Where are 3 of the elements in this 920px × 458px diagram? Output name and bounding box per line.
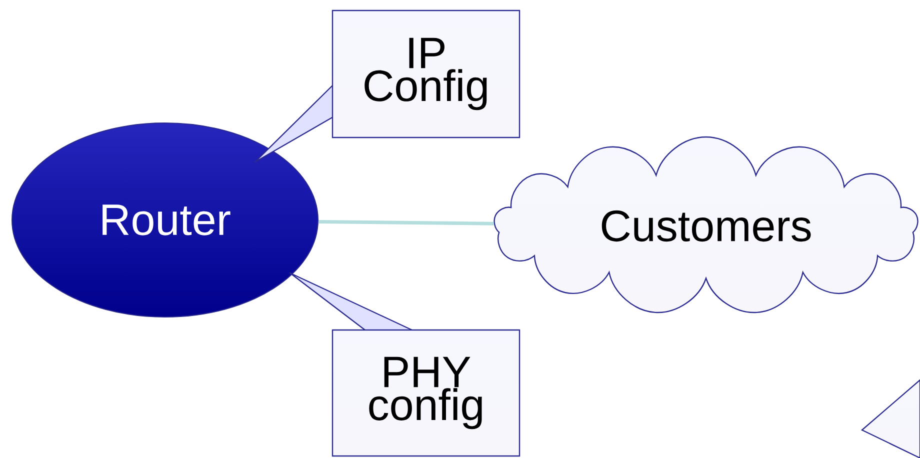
callout-box: PHY config <box>289 272 520 457</box>
callout-box: IP Config <box>254 10 520 163</box>
connector-line <box>318 220 494 226</box>
